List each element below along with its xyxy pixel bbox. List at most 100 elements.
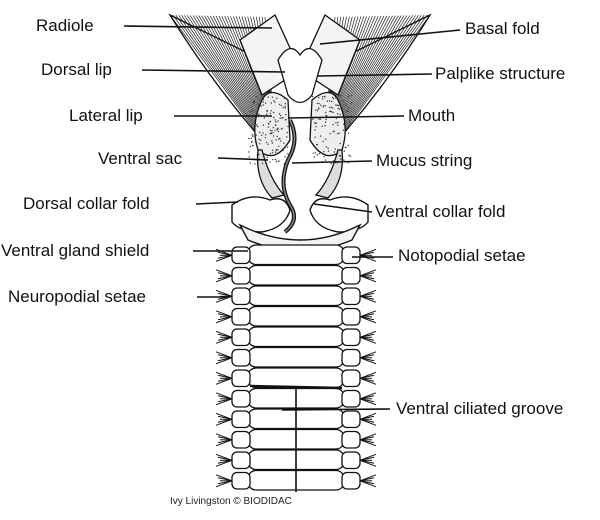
- stipple-dot: [272, 135, 275, 137]
- stipple-dot: [336, 133, 339, 135]
- stipple-dot: [248, 137, 250, 140]
- radiole-ray: [331, 16, 373, 116]
- body-segment: [247, 305, 345, 327]
- label-ventral-ciliated-groove: Ventral ciliated groove: [396, 399, 564, 418]
- stipple-dot: [269, 161, 271, 163]
- stipple-dot: [338, 132, 340, 134]
- stipple-dot: [278, 138, 280, 140]
- stipple-dot: [258, 138, 260, 141]
- stipple-dot: [254, 163, 256, 165]
- stipple-dot: [318, 103, 320, 105]
- radiole-ray: [331, 16, 376, 118]
- body-segment: [247, 346, 345, 368]
- stipple-dot: [252, 145, 254, 147]
- stipple-dot: [267, 143, 269, 145]
- stipple-dot: [342, 129, 344, 131]
- stipple-dot: [270, 102, 272, 104]
- stipple-dot: [251, 141, 253, 144]
- stipple-dot: [287, 125, 289, 128]
- stipple-dot: [345, 104, 347, 106]
- parapodium-left: [231, 389, 251, 408]
- radiole-ray: [335, 15, 414, 133]
- head-structures: [239, 14, 361, 199]
- stipple-dot: [261, 134, 263, 136]
- stipple-dot: [283, 142, 285, 144]
- notopodial-seta: [359, 357, 377, 365]
- stipple-dot: [285, 118, 287, 121]
- stipple-dot: [334, 148, 336, 150]
- stipple-dot: [347, 144, 349, 147]
- stipple-dot: [275, 149, 277, 151]
- stipple-dot: [278, 103, 281, 106]
- stipple-dot: [265, 113, 268, 116]
- stipple-dot: [262, 124, 265, 126]
- stipple-dot: [279, 117, 281, 119]
- stipple-dot: [351, 102, 353, 104]
- neuropodial-seta: [215, 295, 233, 303]
- parapodium-right: [341, 410, 361, 429]
- stipple-dot: [272, 149, 274, 152]
- label-lateral-lip: Lateral lip: [69, 106, 143, 125]
- credit-text: Ivy Livingston © BIODIDAC: [170, 496, 292, 507]
- stipple-dot: [336, 104, 338, 106]
- stipple-dot: [332, 111, 334, 114]
- stipple-dot: [255, 124, 258, 126]
- stipple-dot: [274, 158, 277, 161]
- stipple-dot: [325, 146, 327, 148]
- stipple-dot: [321, 96, 324, 98]
- label-dorsal-lip: Dorsal lip: [41, 60, 112, 79]
- stipple-dot: [251, 140, 253, 142]
- parapodium-right: [341, 389, 361, 408]
- parapodium-right: [341, 451, 361, 470]
- stipple-dot: [276, 128, 278, 130]
- stipple-dot: [324, 125, 326, 127]
- stipple-dot: [273, 100, 275, 102]
- stipple-dot: [278, 160, 280, 162]
- radiole-ray: [181, 15, 264, 136]
- label-neuropodial-setae: Neuropodial setae: [8, 287, 146, 306]
- stipple-dot: [335, 117, 338, 120]
- stipple-dot: [264, 102, 267, 104]
- notopodial-seta: [359, 480, 377, 488]
- stipple-dot: [282, 106, 284, 109]
- stipple-dot: [271, 140, 273, 142]
- parapodium-left: [231, 451, 251, 470]
- radiole-ray: [186, 15, 265, 133]
- parapodium-right: [341, 348, 361, 367]
- stipple-dot: [270, 110, 272, 112]
- stipple-dot: [275, 160, 277, 163]
- stipple-dot: [315, 126, 317, 128]
- stipple-dot: [274, 151, 277, 153]
- stipple-dot: [323, 151, 325, 153]
- stipple-dot: [328, 100, 331, 102]
- notopodial-seta: [359, 295, 377, 303]
- parapodium-left: [231, 369, 251, 388]
- stipple-dot: [341, 100, 344, 102]
- stipple-dot: [339, 108, 341, 110]
- stipple-dot: [331, 111, 333, 113]
- parapodium-left: [231, 410, 251, 429]
- parapodium-left: [231, 246, 251, 265]
- radiole-ray: [184, 15, 264, 135]
- stipple-dot: [267, 126, 270, 128]
- stipple-dot: [274, 129, 276, 132]
- stipple-dot: [336, 152, 339, 154]
- neuropodial-seta: [215, 316, 233, 324]
- notopodial-seta: [359, 336, 377, 344]
- stipple-dot: [348, 154, 350, 156]
- stipple-dot: [286, 146, 289, 148]
- stipple-dot: [311, 95, 314, 98]
- stipple-dot: [285, 113, 287, 116]
- stipple-dot: [343, 123, 345, 126]
- stipple-dot: [312, 118, 314, 120]
- stipple-dot: [255, 134, 257, 136]
- radiole-ray: [334, 15, 405, 130]
- stipple-dot: [259, 131, 261, 134]
- stipple-dot: [277, 130, 279, 133]
- stipple-dot: [264, 137, 267, 139]
- stipple-dot: [330, 162, 332, 165]
- stipple-dot: [348, 125, 350, 128]
- stipple-dot: [261, 162, 264, 165]
- stipple-dot: [278, 113, 281, 115]
